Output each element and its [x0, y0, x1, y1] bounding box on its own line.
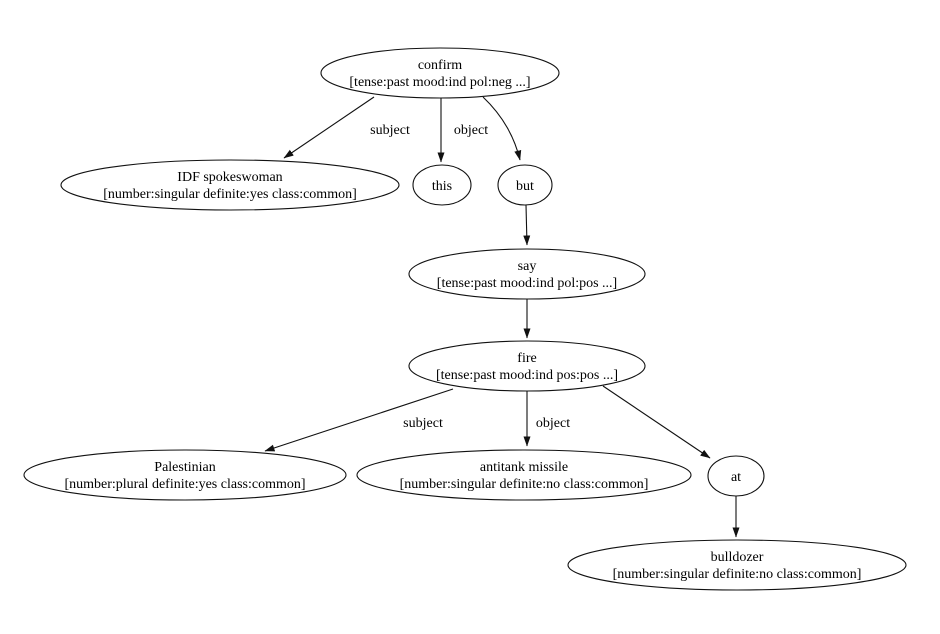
- node-palestinian-features: [number:plural definite:yes class:common…: [64, 477, 305, 492]
- edge-confirm-but: [482, 96, 522, 161]
- node-confirm: confirm [tense:past mood:ind pol:neg ...…: [320, 47, 560, 99]
- edge-but-say: [523, 204, 531, 246]
- edges-layer: [264, 96, 740, 538]
- node-fire-features: [tense:past mood:ind pos:pos ...]: [436, 368, 618, 383]
- node-idf-spokeswoman-ellipse: [60, 159, 400, 211]
- node-fire-ellipse: [408, 340, 646, 392]
- node-palestinian-ellipse: [23, 449, 347, 501]
- node-confirm-ellipse: [320, 47, 560, 99]
- node-say-ellipse: [408, 248, 646, 300]
- node-say-label: say: [518, 259, 537, 274]
- node-but: but: [497, 164, 553, 206]
- node-this: this: [412, 164, 472, 206]
- node-at: at: [707, 455, 765, 497]
- node-antitank-missile-features: [number:singular definite:no class:commo…: [400, 477, 649, 492]
- node-bulldozer-label: bulldozer: [711, 550, 764, 565]
- node-bulldozer: bulldozer [number:singular definite:no c…: [567, 539, 907, 591]
- node-but-label: but: [516, 179, 534, 194]
- edge-label-object-top: object: [454, 123, 488, 138]
- node-idf-spokeswoman-label: IDF spokeswoman: [177, 170, 282, 185]
- node-bulldozer-features: [number:singular definite:no class:commo…: [613, 567, 862, 582]
- node-fire: fire [tense:past mood:ind pos:pos ...]: [408, 340, 646, 392]
- node-antitank-missile: antitank missile [number:singular defini…: [356, 449, 692, 501]
- node-antitank-missile-ellipse: [356, 449, 692, 501]
- node-at-ellipse: [707, 455, 765, 497]
- node-bulldozer-ellipse: [567, 539, 907, 591]
- node-but-ellipse: [497, 164, 553, 206]
- node-idf-spokeswoman: IDF spokeswoman [number:singular definit…: [60, 159, 400, 211]
- node-confirm-features: [tense:past mood:ind pol:neg ...]: [349, 75, 530, 90]
- node-say-features: [tense:past mood:ind pol:pos ...]: [437, 276, 617, 291]
- edge-fire-subject: [264, 388, 454, 452]
- edge-label-subject-bottom: subject: [403, 416, 443, 431]
- node-this-label: this: [432, 179, 452, 194]
- node-idf-spokeswoman-features: [number:singular definite:yes class:comm…: [103, 187, 357, 202]
- node-at-label: at: [731, 470, 741, 485]
- edge-label-subject-top: subject: [370, 123, 410, 138]
- node-fire-label: fire: [517, 351, 536, 366]
- node-palestinian-label: Palestinian: [154, 460, 215, 475]
- node-this-ellipse: [412, 164, 472, 206]
- edge-labels-layer: subject object subject object: [370, 123, 570, 431]
- node-confirm-label: confirm: [418, 58, 462, 73]
- edge-fire-at: [602, 385, 711, 459]
- edge-label-object-bottom: object: [536, 416, 570, 431]
- node-say: say [tense:past mood:ind pol:pos ...]: [408, 248, 646, 300]
- edge-confirm-subject: [283, 96, 375, 159]
- node-palestinian: Palestinian [number:plural definite:yes …: [23, 449, 347, 501]
- node-antitank-missile-label: antitank missile: [480, 460, 568, 475]
